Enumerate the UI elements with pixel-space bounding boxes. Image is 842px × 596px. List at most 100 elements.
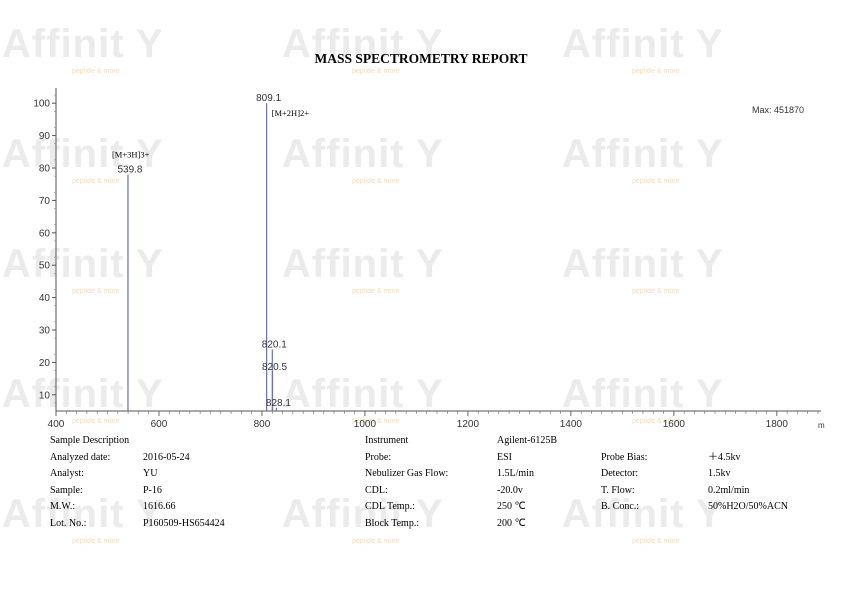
watermark-logo: Affinit Y xyxy=(562,132,724,176)
instrument-row: Nebulizer Gas Flow: 1.5L/min xyxy=(365,466,557,483)
peak-ion-label: [M+2H]2+ xyxy=(272,108,310,118)
sample-description: Sample Description Analyzed date: 2016-05… xyxy=(50,433,225,532)
instrument-value: -20.0v xyxy=(497,484,523,496)
x-tick-label: 400 xyxy=(48,419,65,430)
instrument-value: 1.5L/min xyxy=(497,468,534,479)
watermark-tagline: peptide & more xyxy=(632,178,680,185)
sample-label: M.W.: xyxy=(50,501,76,512)
watermark-tagline: peptide & more xyxy=(352,178,400,185)
watermark-tagline: peptide & more xyxy=(632,288,680,295)
sample-value: YU xyxy=(143,468,158,479)
instrument-row: Probe: ESI xyxy=(365,450,557,467)
sample-label: Lot. No.: xyxy=(50,517,87,529)
watermark-logo: Affinit Y xyxy=(282,492,444,536)
x-tick-label: 800 xyxy=(254,419,271,430)
watermark-tagline: peptide & more xyxy=(72,538,120,545)
settings-label: Detector: xyxy=(601,468,639,479)
x-tick-label: 1400 xyxy=(560,419,583,430)
y-tick-label: 20 xyxy=(39,358,51,369)
settings-value: 0.2ml/min xyxy=(708,484,750,496)
settings-row: B. Conc.: 50%H2O/50%ACN xyxy=(601,499,788,516)
watermark-logo: Affinit Y xyxy=(562,492,724,536)
y-tick-label: 80 xyxy=(39,164,51,175)
settings-value: ＋4.5kv xyxy=(708,451,741,463)
y-tick-label: 50 xyxy=(39,261,51,272)
watermark-logo: Affinit Y xyxy=(562,242,724,286)
sample-row: Analyzed date: 2016-05-24 xyxy=(50,450,225,467)
settings-label: B. Conc.: xyxy=(601,501,640,512)
watermark-tagline: peptide & more xyxy=(632,68,680,75)
settings-row: T. Flow: 0.2ml/min xyxy=(601,483,788,500)
watermark-logo: Affinit Y xyxy=(282,372,444,416)
sample-row: Analyst: YU xyxy=(50,466,225,483)
sample-row: Lot. No.:P160509-HS654424 xyxy=(50,516,225,533)
y-tick-label: 40 xyxy=(39,293,51,304)
instrument-label: Probe: xyxy=(365,451,392,463)
sample-value: 2016-05-24 xyxy=(143,451,190,463)
watermark-tagline: peptide & more xyxy=(72,418,120,425)
instrument-label: CDL Temp.: xyxy=(365,501,415,512)
y-tick-label: 70 xyxy=(39,196,51,207)
sample-label: Analyzed date: xyxy=(50,451,111,463)
instrument-label: Block Temp.: xyxy=(365,517,420,529)
sample-row: Sample: P-16 xyxy=(50,483,225,500)
instrument-value: ESI xyxy=(497,451,512,463)
instrument-row: Block Temp.:200 ℃ xyxy=(365,516,557,533)
y-tick-label: 100 xyxy=(33,99,50,110)
watermark-tagline: peptide & more xyxy=(632,418,680,425)
peaks: 539.8 [M+3H]3+ 809.1 [M+2H]2+ 820.1 820.5 828.… xyxy=(112,93,309,411)
settings-row: Probe Bias: ＋4.5kv xyxy=(601,450,788,467)
instrument-label: CDL: xyxy=(365,484,388,496)
x-axis-label: m xyxy=(818,421,825,430)
max-intensity-label: Max: 451870 xyxy=(752,105,804,115)
watermark-tagline: peptide & more xyxy=(72,178,120,185)
settings-label: Probe Bias: xyxy=(601,451,648,463)
watermark-logo: Affinit Y xyxy=(562,372,724,416)
settings-row: Detector: 1.5kv xyxy=(601,466,788,483)
settings-value: 1.5kv xyxy=(708,468,731,479)
y-tick-label: 10 xyxy=(39,390,51,401)
x-tick-label: 1600 xyxy=(663,419,686,430)
peak-mz-label: 828.1 xyxy=(266,398,291,409)
peak-mz-label: 820.1 xyxy=(262,339,287,350)
report-title: MASS SPECTROMETRY REPORT xyxy=(314,51,528,66)
watermark-tagline: peptide & more xyxy=(352,288,400,295)
sample-heading: Sample Description xyxy=(50,435,130,446)
x-tick-label: 1000 xyxy=(354,419,377,430)
y-tick-label: 30 xyxy=(39,326,51,337)
watermark-logo: Affinit Y xyxy=(282,242,444,286)
watermark-logo: Affinit Y xyxy=(2,132,164,176)
watermark-logo: Affinit Y xyxy=(2,242,164,286)
watermark-logo: Affinit Y xyxy=(562,22,724,66)
watermark-logo: Affinit Y xyxy=(2,492,164,536)
sample-value: P-16 xyxy=(143,484,162,496)
watermark-tagline: peptide & more xyxy=(352,418,400,425)
x-tick-label: 600 xyxy=(151,419,168,430)
peak-ion-label: [M+3H]3+ xyxy=(112,149,150,159)
settings-label: T. Flow: xyxy=(601,484,635,496)
sample-label: Analyst: xyxy=(50,468,84,479)
x-tick-label: 1200 xyxy=(457,419,480,430)
watermark-tagline: peptide & more xyxy=(72,288,120,295)
sample-row: M.W.:1616.66 xyxy=(50,499,225,516)
instrument-row: CDL: -20.0v xyxy=(365,483,557,500)
peak-mz-label: 539.8 xyxy=(117,164,142,175)
watermark-logo: Affinit Y xyxy=(282,132,444,176)
x-tick-label: 1800 xyxy=(766,419,789,430)
watermark-logo: Affinit Y xyxy=(282,22,444,66)
peak-mz-label: 809.1 xyxy=(256,93,281,104)
instrument-label: Nebulizer Gas Flow: xyxy=(365,468,449,479)
sample-label: Sample: xyxy=(50,484,83,496)
watermark-tagline: peptide & more xyxy=(352,68,400,75)
watermark-tagline: peptide & more xyxy=(352,538,400,545)
peak-mz-label: 820.5 xyxy=(262,362,287,373)
settings-value: 50%H2O/50%ACN xyxy=(708,501,788,512)
x-axis: 400 600 800 1000 1200 1400 1600 1800 xyxy=(48,410,821,430)
instrument-value: 250 ℃ xyxy=(497,501,526,512)
watermark-logo: Affinit Y xyxy=(2,372,164,416)
